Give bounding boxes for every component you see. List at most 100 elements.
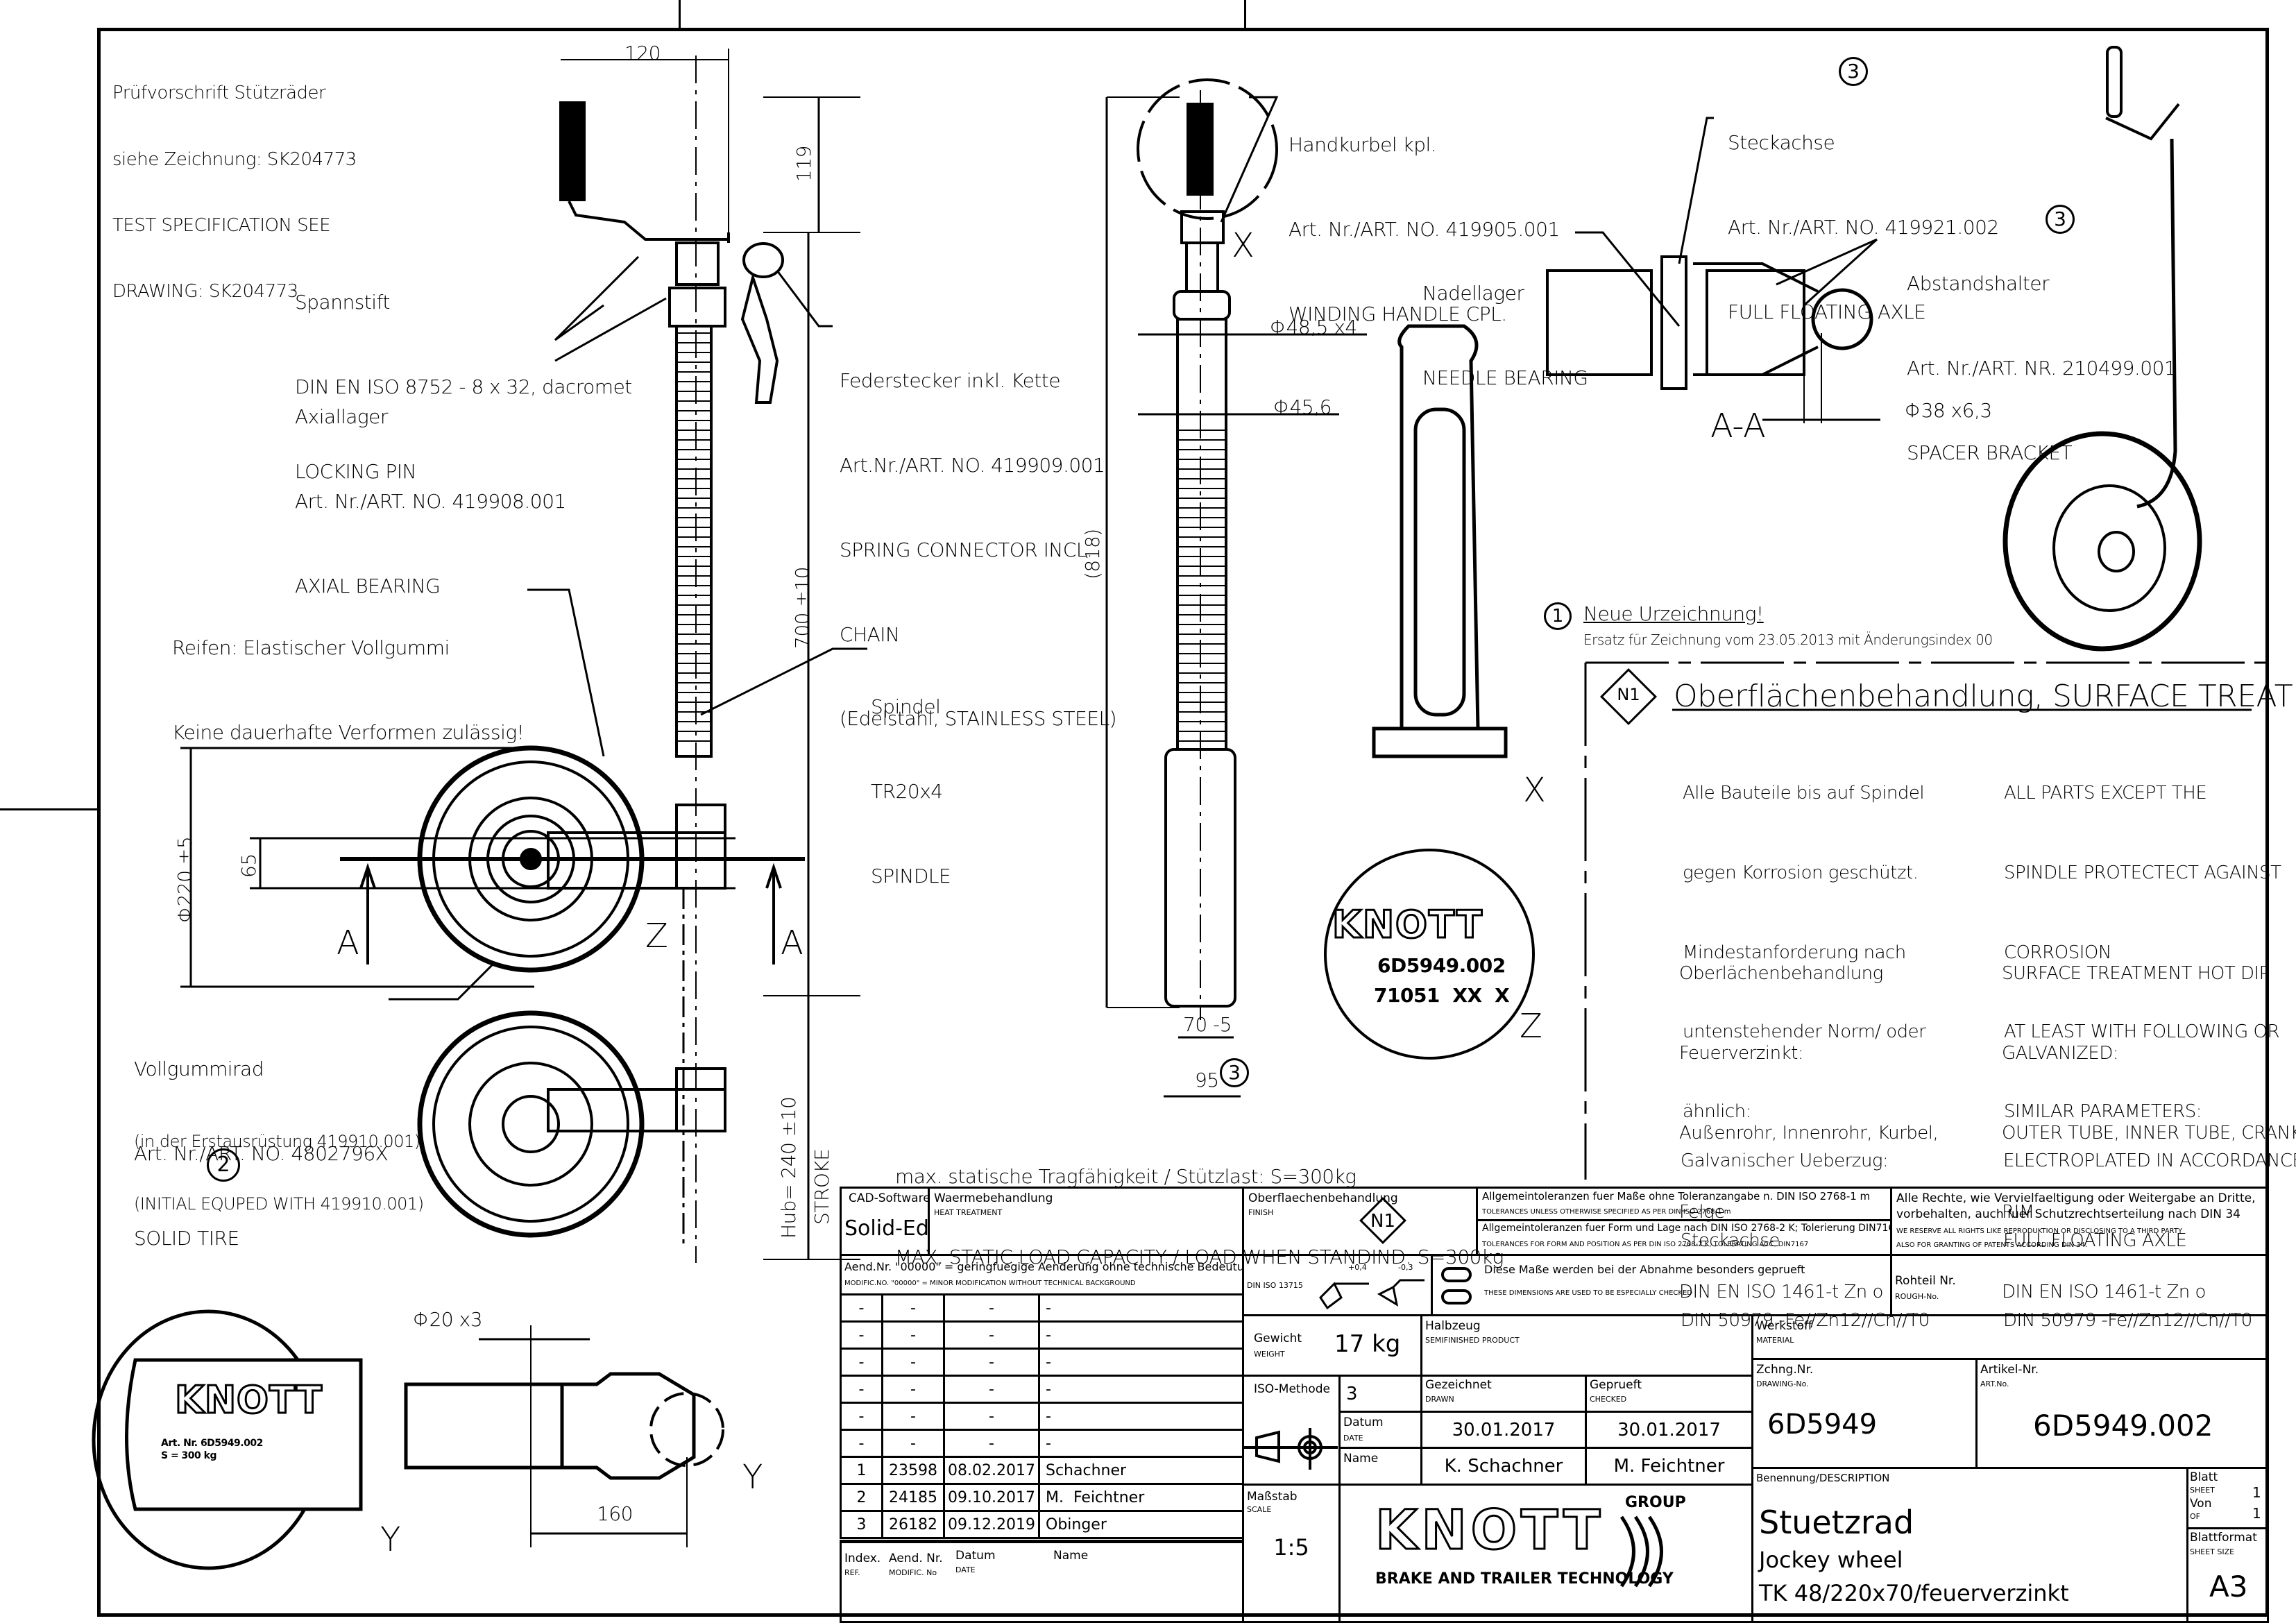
- checked-sub: CHECKED: [1590, 1395, 1627, 1404]
- text-line: Nadellager: [1422, 282, 1524, 305]
- text-line: NEEDLE BEARING: [1422, 366, 1588, 389]
- iso-value-cell: 3: [1338, 1375, 1422, 1413]
- mod-note-sub: MODIFIC.NO. "00000" = MINOR MODIFICATION…: [844, 1280, 1136, 1287]
- iso-value: 3: [1346, 1384, 1358, 1404]
- revision-date: -: [989, 1300, 994, 1317]
- text-line: Außenrohr, Innenrohr, Kurbel,: [1679, 1122, 1939, 1144]
- sheet-cell: Blatt SHEET 1 Von OF 1: [2186, 1467, 2269, 1529]
- callout-reifen: Reifen: Elastischer Vollgummi Keine daue…: [172, 578, 525, 775]
- outer-tube: [675, 325, 713, 758]
- front-view: [1105, 78, 1367, 1098]
- leader-spannstift: [554, 255, 640, 341]
- leader-steckachse: [1678, 117, 1714, 264]
- revision-cell-index: -: [840, 1348, 883, 1377]
- text-line: Art. Nr./ART. NO. 419921.002: [1728, 215, 1999, 239]
- text-line: DIN EN ISO 8752 - 8 x 32, dacromet: [295, 375, 632, 398]
- dim-95: 95: [1195, 1069, 1219, 1091]
- text-line: GALVANIZED:: [2002, 1043, 2119, 1064]
- rights-line-2: vorbehalten, auch fuer Schutzrechtsertei…: [1896, 1207, 2240, 1221]
- revision-cell-name: -: [1038, 1429, 1244, 1458]
- view-label-a: A: [337, 924, 359, 962]
- date-label-cell: Datum DATE: [1338, 1411, 1422, 1449]
- tol2-sub: TOLERANCES FOR FORM AND POSITION AS PER …: [1482, 1241, 1809, 1248]
- hub-lower: [502, 1095, 560, 1153]
- text-line: Handkurbel kpl.: [1289, 133, 1437, 157]
- leader-vollgummirad: [389, 963, 494, 1001]
- description-spec: TK 48/220x70/feuerverzinkt: [1759, 1580, 2069, 1606]
- revision-name: -: [1046, 1300, 1051, 1317]
- drawing-no-label: Zchng.Nr.: [1756, 1363, 1814, 1377]
- hatch-left: [1546, 269, 1653, 376]
- revision-date: 09.12.2019: [948, 1516, 1035, 1533]
- balloon-3: 3: [1839, 57, 1868, 86]
- text-line: Reifen: Elastischer Vollgummi: [172, 636, 450, 660]
- drawn-label: Gezeichnet: [1425, 1378, 1492, 1392]
- axle-pin: [1660, 255, 1687, 390]
- text-line: Federstecker inkl. Kette: [840, 369, 1061, 393]
- dim-700: 700 ±10: [791, 567, 814, 649]
- text-line: RIM: [2002, 1202, 2034, 1223]
- material-sub: MATERIAL: [1756, 1336, 1794, 1345]
- rev-header-index-sub: REF.: [844, 1568, 860, 1577]
- text-line: Mindestanforderung nach: [1683, 942, 1906, 963]
- sheet-size-cell: Blattformat SHEET SIZE A3: [2186, 1527, 2269, 1623]
- revision-index: 2: [856, 1489, 867, 1506]
- load-capacity-note: max. statische Tragfähigkeit / Stützlast…: [895, 1110, 1504, 1298]
- material-label: Werkstoff: [1756, 1319, 1812, 1333]
- tire-outer-lower: [417, 1010, 645, 1238]
- isometric-view: [2002, 46, 2202, 652]
- detail-y-view: [92, 1309, 724, 1570]
- text-line: CHAIN: [840, 622, 900, 646]
- callout-spannstift: Spannstift DIN EN ISO 8752 - 8 x 32, dac…: [295, 232, 632, 514]
- revision-cell-name: -: [1038, 1348, 1244, 1377]
- rough-sub: ROUGH-No.: [1895, 1292, 1939, 1301]
- drawn-date-cell: 30.01.2017: [1420, 1411, 1587, 1449]
- dim-240: Hub= 240 ±10: [777, 1096, 800, 1239]
- drawn-name: K. Schachner: [1444, 1456, 1563, 1477]
- article-no-cell: Artikel-Nr. ART.No. 6D5949.002: [1975, 1358, 2269, 1469]
- y-detail-circle: [649, 1392, 724, 1467]
- fork-bracket: [675, 804, 726, 890]
- text-line: Axiallager: [295, 405, 388, 429]
- revision-index: -: [858, 1300, 865, 1317]
- callout-steckachse: Steckachse Art. Nr./ART. NO. 419921.002 …: [1728, 73, 1999, 355]
- spring-connector-chain: [740, 272, 779, 404]
- cad-software-cell: CAD-Software Solid-Edge: [840, 1187, 930, 1256]
- semi-label: Halbzeug: [1425, 1319, 1481, 1333]
- revision-cell-name: -: [1038, 1375, 1244, 1404]
- iso-rim: [2052, 484, 2166, 612]
- spacer-bracket: [1693, 262, 1819, 376]
- text-line: CORROSION: [2004, 942, 2111, 963]
- revision-cell-index: -: [840, 1375, 883, 1404]
- check-note-sub: THESE DIMENSIONS ARE USED TO BE ESPECIAL…: [1484, 1289, 1692, 1297]
- revision-cell-name: Obinger: [1038, 1510, 1244, 1539]
- revision-name: -: [1046, 1327, 1051, 1344]
- text-line: Abstandshalter: [1907, 272, 2050, 296]
- surface-text-en-1: ALL PARTS EXCEPT THE SPINDLE PROTECTECT …: [2004, 727, 2281, 1152]
- tol2-text: Allgemeintoleranzen fuer Form und Lage n…: [1482, 1223, 1892, 1234]
- checked-date: 30.01.2017: [1617, 1420, 1721, 1441]
- rev-header-mod: Aend. Nr.: [889, 1552, 943, 1565]
- heat-treatment-cell: Waermebehandlung HEAT TREATMENT: [928, 1187, 1244, 1256]
- text-line: ELECTROPLATED IN ACCORDANCE: [2003, 1150, 2296, 1172]
- revision-cell-date: -: [943, 1320, 1040, 1350]
- text-line: FULL FLOATING AXLE: [1728, 300, 1926, 323]
- knott-logo: KNOTT: [1374, 1499, 1605, 1563]
- drawing-no: 6D5949: [1767, 1409, 1878, 1441]
- detail-z-brand: KNOTT: [1332, 902, 1483, 948]
- dim-120: 120: [624, 42, 661, 65]
- finish-symbol-label: N1: [1617, 685, 1640, 704]
- description-en: Jockey wheel: [1759, 1547, 1903, 1573]
- revision-date: -: [989, 1435, 994, 1452]
- text-line: Keine dauerhafte Verformen zulässig!: [172, 720, 525, 744]
- revision-cell-index: -: [840, 1320, 883, 1350]
- balloon-1: 1: [1544, 602, 1572, 630]
- y-label-plate: [125, 1358, 363, 1511]
- finish-symbol-label: N1: [1370, 1211, 1395, 1232]
- spring-connector-ring: [742, 242, 784, 278]
- dim-119: 119: [792, 146, 815, 182]
- text-line: max. statische Tragfähigkeit / Stützlast…: [895, 1165, 1357, 1189]
- description-cell: Benennung/DESCRIPTION Stuetzrad Jockey w…: [1751, 1467, 2188, 1623]
- iso-grip: [2106, 46, 2123, 118]
